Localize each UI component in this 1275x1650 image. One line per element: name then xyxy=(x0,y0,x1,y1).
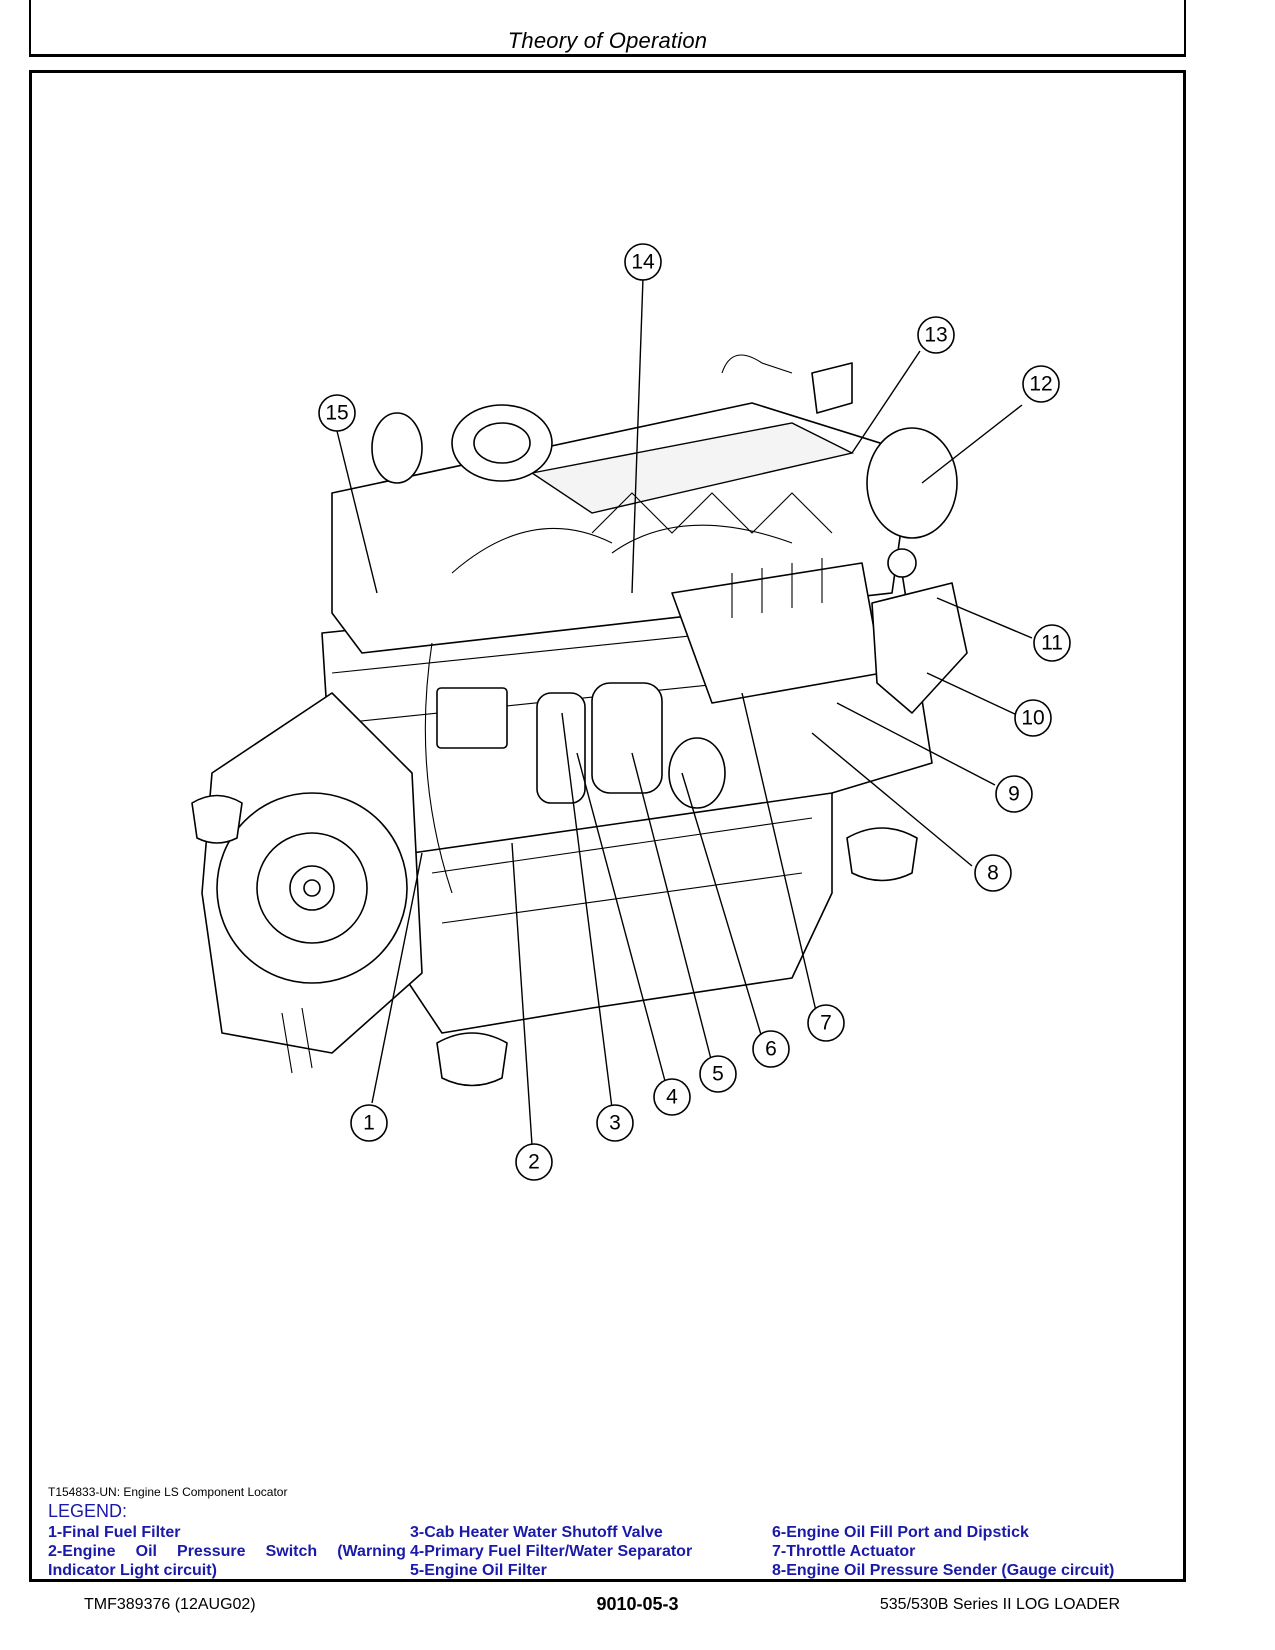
svg-text:11: 11 xyxy=(1041,632,1063,655)
legend-column-1: 1-Final Fuel Filter 2-Engine Oil Pressur… xyxy=(48,1523,408,1580)
svg-text:6: 6 xyxy=(765,1038,777,1061)
callout-15: 15 xyxy=(318,394,356,432)
legend-item-8: 8-Engine Oil Pressure Sender (Gauge circ… xyxy=(772,1562,1115,1579)
svg-text:9: 9 xyxy=(1008,783,1020,806)
svg-text:1: 1 xyxy=(363,1112,375,1135)
callout-11: 11 xyxy=(1033,624,1071,662)
legend-column-2: 3-Cab Heater Water Shutoff Valve 4-Prima… xyxy=(410,1523,692,1580)
page-title: Theory of Operation xyxy=(507,28,708,53)
callout-1: 1 xyxy=(350,1104,388,1142)
legend-column-3: 6-Engine Oil Fill Port and Dipstick 7-Th… xyxy=(772,1523,1114,1580)
callout-4: 4 xyxy=(653,1078,691,1116)
legend-item-1: 1-Final Fuel Filter xyxy=(48,1524,181,1541)
footer-page-number: 9010-05-3 xyxy=(596,1594,679,1614)
legend-item-2: 2-Engine Oil Pressure Switch (Warning xyxy=(48,1543,406,1560)
legend-item-4: 4-Primary Fuel Filter/Water Separator xyxy=(410,1543,693,1560)
callout-10: 10 xyxy=(1014,699,1052,737)
callout-6: 6 xyxy=(752,1030,790,1068)
callout-9: 9 xyxy=(995,775,1033,813)
page-header: Theory of Operation xyxy=(29,0,1186,57)
svg-text:2: 2 xyxy=(528,1151,540,1174)
callout-12: 12 xyxy=(1022,365,1060,403)
callout-7: 7 xyxy=(807,1004,845,1042)
figure-caption: T154833-UN: Engine LS Component Locator xyxy=(48,1485,288,1499)
callout-14: 14 xyxy=(624,243,662,281)
svg-text:13: 13 xyxy=(924,324,947,347)
engine-component-diagram: 1 2 3 4 5 6 7 8 9 10 11 12 13 14 15 xyxy=(191,243,1071,1181)
legend-item-2-continued: Indicator Light circuit) xyxy=(48,1562,217,1579)
svg-text:10: 10 xyxy=(1021,707,1044,730)
figure-frame: 1 2 3 4 5 6 7 8 9 10 11 12 13 14 15 T154… xyxy=(29,70,1186,1582)
svg-text:3: 3 xyxy=(609,1112,621,1135)
callout-5: 5 xyxy=(699,1055,737,1093)
legend-item-6: 6-Engine Oil Fill Port and Dipstick xyxy=(772,1524,1029,1541)
footer-doc-id: TMF389376 (12AUG02) xyxy=(84,1596,256,1613)
svg-text:4: 4 xyxy=(666,1086,678,1109)
svg-text:12: 12 xyxy=(1029,373,1052,396)
legend-item-5: 5-Engine Oil Filter xyxy=(410,1562,547,1579)
svg-text:15: 15 xyxy=(325,402,348,425)
legend-item-3: 3-Cab Heater Water Shutoff Valve xyxy=(410,1524,663,1541)
footer-product-name: 535/530B Series II LOG LOADER xyxy=(879,1596,1120,1613)
svg-text:5: 5 xyxy=(712,1063,724,1086)
legend-title: LEGEND: xyxy=(48,1501,128,1521)
callout-3: 3 xyxy=(596,1104,634,1142)
svg-text:8: 8 xyxy=(987,862,999,885)
svg-text:14: 14 xyxy=(631,251,655,274)
legend-item-7: 7-Throttle Actuator xyxy=(772,1543,916,1560)
engine-illustration xyxy=(191,354,968,1087)
callout-2: 2 xyxy=(515,1143,553,1181)
callout-8: 8 xyxy=(974,854,1012,892)
leader-lines xyxy=(336,277,1033,1146)
svg-text:7: 7 xyxy=(820,1012,832,1035)
callout-13: 13 xyxy=(917,316,955,354)
